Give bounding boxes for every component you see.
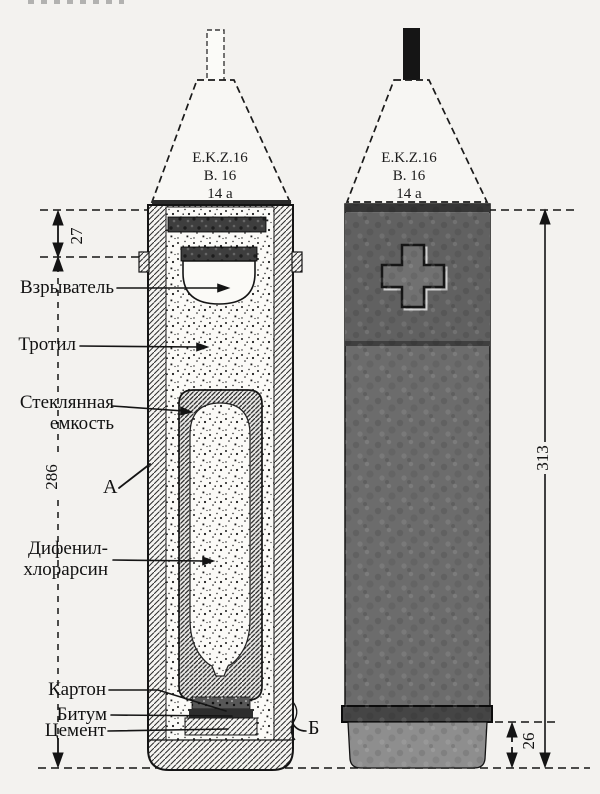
fuze-pocket bbox=[182, 260, 256, 305]
fuze-tip-outline bbox=[206, 29, 225, 82]
marking-line-1: E.K.Z.16 bbox=[381, 150, 437, 166]
base-texture bbox=[350, 722, 486, 768]
side-socket-right bbox=[291, 251, 303, 273]
label-agent: Дифенил- хлорарсин bbox=[2, 538, 108, 580]
booster-band-lower bbox=[180, 246, 258, 262]
marking-line-3: 14 a bbox=[207, 186, 233, 202]
booster-band-upper bbox=[167, 216, 267, 233]
ogive-cone bbox=[345, 79, 489, 203]
label-glass-line-2: емкость bbox=[49, 413, 114, 434]
label-cardboard: Картон bbox=[48, 679, 106, 700]
label-glass-container: Стеклянная емкость bbox=[2, 392, 114, 434]
label-section-a: А bbox=[103, 476, 118, 498]
body-texture bbox=[345, 204, 490, 722]
marking-line-3: 14 a bbox=[396, 186, 422, 202]
label-agent-line-1: Дифенил- bbox=[27, 538, 108, 559]
marking-line-1: E.K.Z.16 bbox=[192, 150, 248, 166]
right-shell-marking: E.K.Z.16 B. 16 14 a bbox=[359, 149, 459, 203]
label-section-b: Б bbox=[308, 717, 320, 739]
label-bitumen: Битум bbox=[56, 704, 107, 725]
leader-lines bbox=[79, 283, 307, 732]
label-glass-line-1: Стеклянная bbox=[19, 392, 114, 413]
right-shell-exterior bbox=[341, 28, 493, 769]
label-fuze: Взрыватель bbox=[20, 277, 114, 298]
dimension-313: 313 bbox=[533, 445, 552, 471]
marking-line-2: B. 16 bbox=[203, 168, 237, 184]
dimension-27: 27 bbox=[67, 227, 86, 245]
cone-junction-band bbox=[152, 200, 291, 205]
dimension-26: 26 bbox=[519, 732, 538, 750]
bitumen-layer bbox=[189, 709, 253, 718]
fuze-tip-dark bbox=[403, 28, 420, 81]
page-top-artifact bbox=[28, 0, 124, 4]
agent-filling bbox=[189, 402, 251, 677]
dimension-286: 286 bbox=[42, 464, 61, 490]
marking-line-2: B. 16 bbox=[392, 168, 426, 184]
crimp-groove bbox=[290, 701, 298, 741]
left-shell-cross-section bbox=[138, 29, 303, 771]
side-socket-left bbox=[138, 251, 150, 273]
label-tnt: Тротил bbox=[18, 334, 76, 355]
cement-layer bbox=[184, 717, 258, 736]
label-agent-line-2: хлорарсин bbox=[23, 559, 108, 580]
label-cement: Цемент bbox=[44, 720, 106, 741]
left-shell-marking: E.K.Z.16 B. 16 14 a bbox=[170, 149, 270, 203]
dimension-lines bbox=[38, 208, 590, 769]
